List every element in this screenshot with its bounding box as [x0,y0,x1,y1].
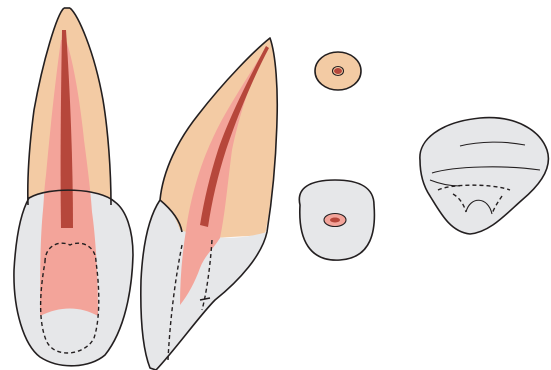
canal-section [334,68,342,74]
root-cross-section-apical [315,52,361,90]
crown-incisal-view [420,118,549,234]
canal-section [330,218,340,223]
root-cross-section-cervical [299,180,374,260]
tooth-proximal-view [141,38,277,370]
tooth-facial-view [14,8,133,366]
crown-incisal-outline [420,118,549,234]
